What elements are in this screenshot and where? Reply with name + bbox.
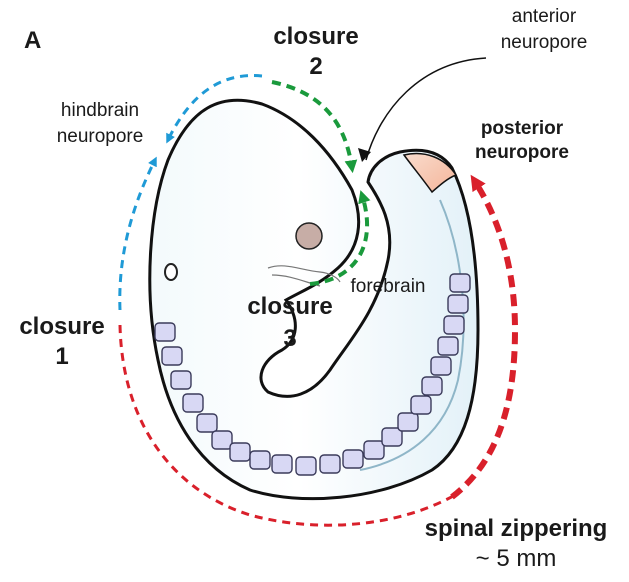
somite: [162, 347, 182, 365]
closure3-word: closure: [247, 293, 332, 320]
somite: [212, 431, 232, 449]
posterior-neuropore-line2: neuropore: [475, 142, 569, 163]
somite: [398, 413, 418, 431]
panel-letter: A: [24, 27, 41, 54]
forebrain-label: forebrain: [351, 276, 426, 297]
spinal-zippering-label: spinal zippering: [425, 515, 608, 542]
somite: [155, 323, 175, 341]
somite: [438, 337, 458, 355]
somite: [320, 455, 340, 473]
somite: [230, 443, 250, 461]
somite: [171, 371, 191, 389]
anterior-neuropore-line1: anterior: [512, 6, 577, 27]
somite: [448, 295, 468, 313]
closure3-number: 3: [283, 325, 296, 352]
somite: [422, 377, 442, 395]
closure2-number: 2: [309, 53, 322, 80]
somite: [450, 274, 470, 292]
somite: [364, 441, 384, 459]
somite: [343, 450, 363, 468]
otic-vesicle: [165, 264, 177, 280]
eye: [296, 223, 322, 249]
somite: [250, 451, 270, 469]
spinal-zippering-length: ~ 5 mm: [476, 545, 557, 572]
somite: [183, 394, 203, 412]
posterior-neuropore-line1: posterior: [481, 118, 564, 139]
anterior-neuropore-line2: neuropore: [501, 32, 588, 53]
hindbrain-neuropore-line1: hindbrain: [61, 100, 139, 121]
closure1-word: closure: [19, 313, 104, 340]
somite: [411, 396, 431, 414]
somite: [444, 316, 464, 334]
somite: [197, 414, 217, 432]
somite: [296, 457, 316, 475]
closure1-number: 1: [55, 343, 68, 370]
somite: [272, 455, 292, 473]
closure2-word: closure: [273, 23, 358, 50]
somite: [382, 428, 402, 446]
hindbrain-neuropore-line2: neuropore: [57, 126, 144, 147]
somite: [431, 357, 451, 375]
anterior-neuropore-pointer: [366, 58, 486, 160]
